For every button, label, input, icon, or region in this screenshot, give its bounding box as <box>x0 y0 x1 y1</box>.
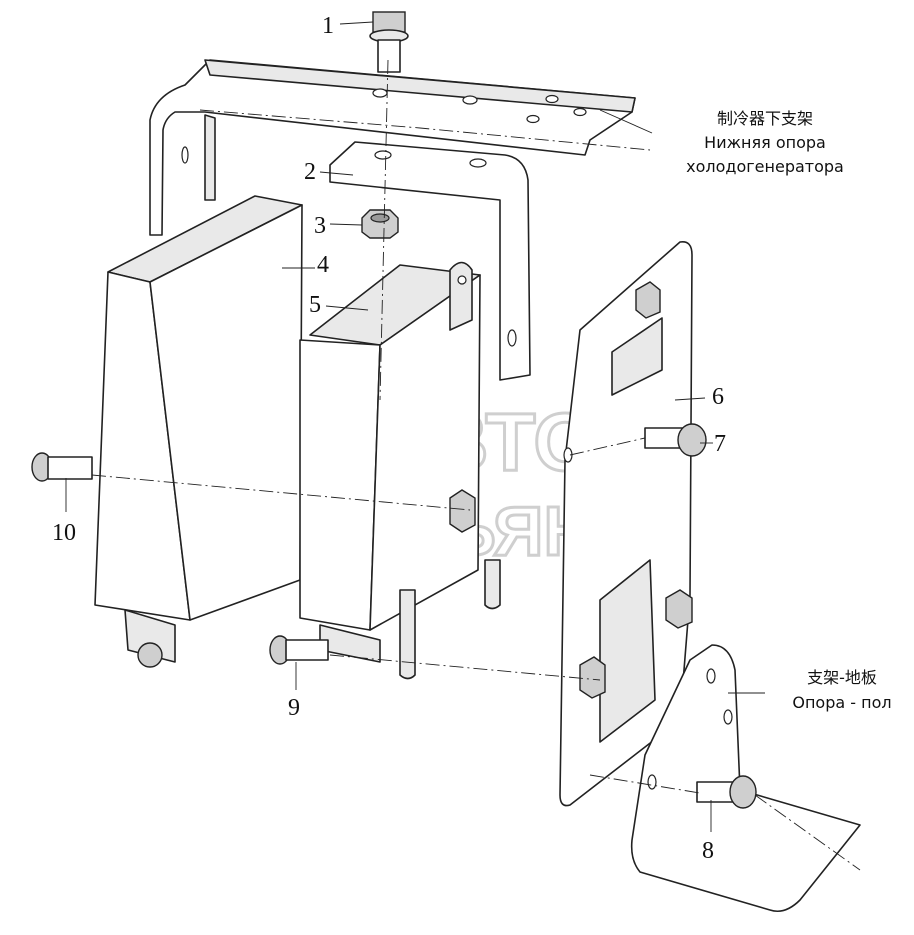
part-1-bolt <box>369 11 409 73</box>
callout-3: 3 <box>314 213 326 239</box>
assembly-axes <box>91 59 861 871</box>
callout-5: 5 <box>309 292 321 318</box>
callout-4: 4 <box>317 252 329 278</box>
caption-cooler-bracket-ru-1: Нижняя опора <box>704 133 826 152</box>
part-10-bolt <box>31 452 93 482</box>
caption-floor-bracket-ru: Опора - пол <box>792 693 891 712</box>
part-4-control-module <box>94 195 303 668</box>
part-8-bolt <box>696 775 757 809</box>
callout-2: 2 <box>304 159 316 185</box>
part-5-relay-module <box>299 261 501 680</box>
callout-6: 6 <box>712 384 724 410</box>
callouts: 1 2 3 4 5 6 7 8 9 10 <box>52 13 765 864</box>
part-2-mount-bracket <box>329 141 531 381</box>
part-3-nut <box>361 209 399 239</box>
captions: 制冷器下支架 Нижняя опора холодогенератора 支架-… <box>686 109 891 712</box>
part-9-bolt <box>269 635 329 665</box>
callout-7: 7 <box>714 431 726 457</box>
part-7-bolt <box>644 423 707 457</box>
callout-1: 1 <box>322 13 334 39</box>
caption-cooler-bracket-zh: 制冷器下支架 <box>717 109 813 128</box>
caption-cooler-bracket-ru-2: холодогенератора <box>686 157 844 176</box>
caption-floor-bracket-zh: 支架-地板 <box>807 668 877 687</box>
floor-bracket <box>630 644 861 913</box>
callout-9: 9 <box>288 695 300 721</box>
callout-10: 10 <box>52 520 76 546</box>
cooler-lower-bracket <box>149 59 636 236</box>
callout-8: 8 <box>702 838 714 864</box>
